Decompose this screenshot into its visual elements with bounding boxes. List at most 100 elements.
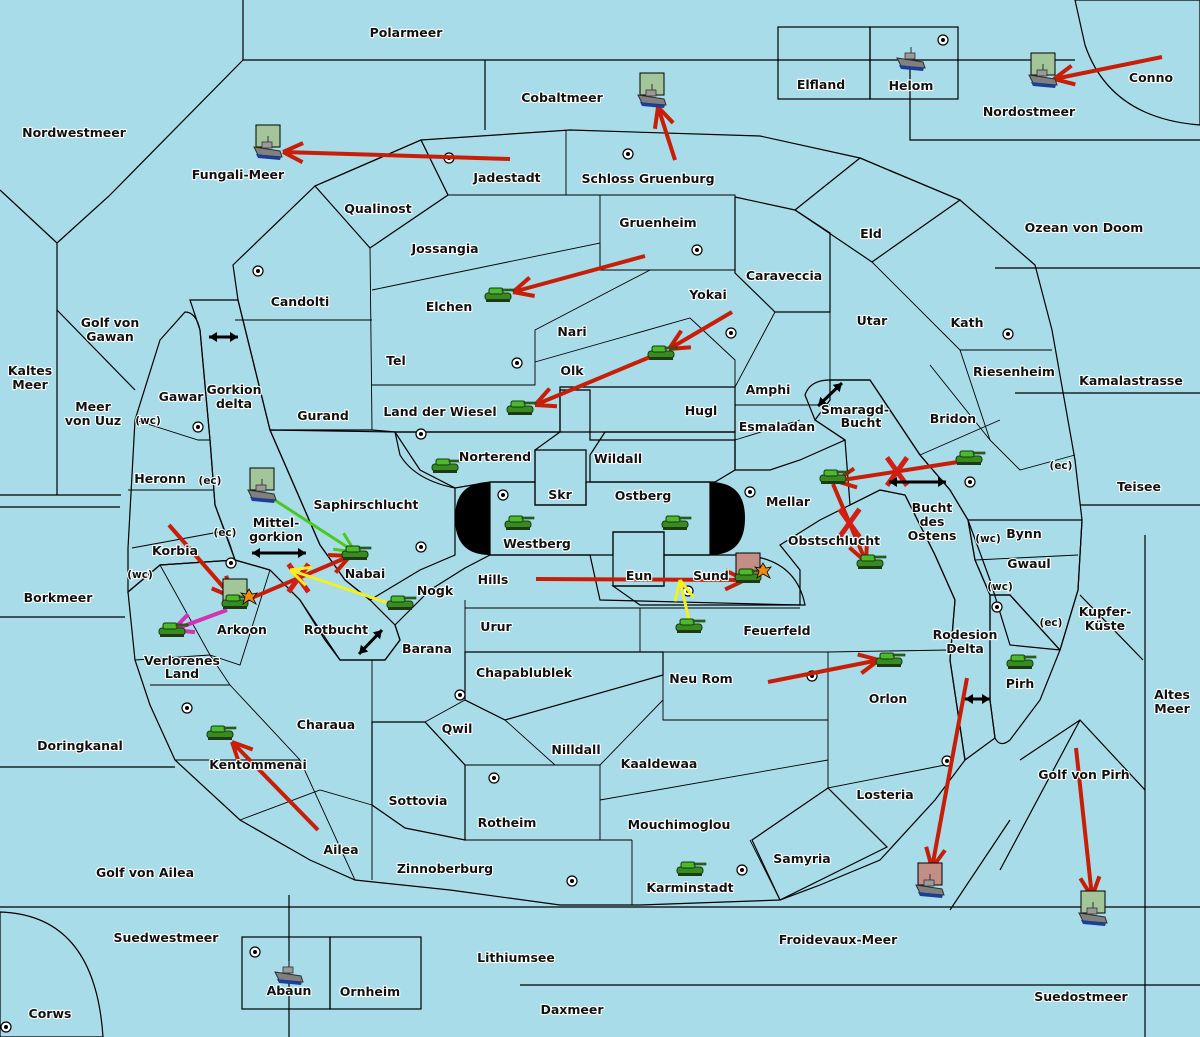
province-samyria[interactable] <box>751 787 889 901</box>
province-label: Land der Wiesel <box>383 404 496 419</box>
province-corws[interactable] <box>0 911 104 1037</box>
adjacency-arrow-icon <box>252 548 306 558</box>
move-order-arrow <box>533 355 651 409</box>
province-label: Gurand <box>297 408 349 423</box>
supply-center-icon <box>736 864 748 876</box>
province-eld[interactable] <box>793 157 962 263</box>
supply-center-icon <box>1002 328 1014 340</box>
province-label: Losteria <box>856 787 913 802</box>
army-unit-icon[interactable] <box>675 618 706 634</box>
sea-label: Bucht <box>841 415 882 430</box>
army-unit-icon[interactable] <box>856 554 887 570</box>
province-label: Chapablublek <box>476 665 573 680</box>
supply-center-icon <box>744 486 756 498</box>
province-label: Nari <box>557 324 586 339</box>
province-helom[interactable] <box>869 26 959 100</box>
province-label: Wildall <box>594 451 642 466</box>
supply-center-icon <box>937 34 949 46</box>
army-unit-icon[interactable] <box>431 458 462 474</box>
sea-label: Teisee <box>1117 479 1161 494</box>
support-order-arrow <box>288 565 398 608</box>
sea-label: Froidevaux-Meer <box>779 932 898 947</box>
province-label: Samyria <box>773 851 831 866</box>
province-label: Nogk <box>417 583 454 598</box>
supply-center-icon <box>181 702 193 714</box>
west-fortress-cap <box>455 482 490 555</box>
army-unit-icon[interactable] <box>819 469 850 485</box>
supply-center-icon <box>497 489 509 501</box>
sea-label: Polarmeer <box>370 25 444 40</box>
fleet-unit-icon[interactable] <box>915 862 945 899</box>
fleet-unit-icon[interactable] <box>247 467 277 504</box>
sea-label: Golf von Ailea <box>96 865 194 880</box>
sea-label: Fungali-Meer <box>192 167 285 182</box>
supply-center-icon <box>691 244 703 256</box>
army-unit-icon[interactable] <box>955 450 986 466</box>
province-label: Candolti <box>271 294 330 309</box>
province-label: Jadestadt <box>472 170 540 185</box>
province-label: Barana <box>402 641 452 656</box>
move-order-arrow <box>511 254 646 298</box>
army-unit-icon[interactable] <box>875 652 906 668</box>
province-norterend[interactable] <box>394 431 562 489</box>
province-label: Korbia <box>152 543 198 558</box>
sea-label: Meer <box>75 399 111 414</box>
fleet-unit-icon[interactable] <box>253 124 283 161</box>
province-label: Corws <box>29 1006 72 1021</box>
sea-label: Smaragd- <box>821 402 889 417</box>
army-unit-icon[interactable] <box>484 287 515 303</box>
province-label: Esmaladan <box>739 419 815 434</box>
fleet-unit-icon[interactable] <box>637 72 667 109</box>
sea-label: gorkion <box>249 529 303 544</box>
army-unit-icon[interactable] <box>221 578 252 610</box>
army-unit-icon[interactable] <box>341 545 372 561</box>
supply-center-icon <box>488 772 500 784</box>
army-unit-icon[interactable] <box>206 725 237 741</box>
army-unit-icon[interactable] <box>504 515 535 531</box>
province-label: Bynn <box>1006 526 1041 541</box>
sea-bucht-des-ostens[interactable] <box>804 379 996 762</box>
sea-label: delta <box>216 396 252 411</box>
province-ornheim[interactable] <box>329 936 422 1010</box>
fleet-unit-icon[interactable] <box>1028 52 1058 89</box>
explosion-icon <box>753 562 772 580</box>
province-label: Gruenheim <box>619 215 696 230</box>
sea-label: Ostens <box>908 528 957 543</box>
sea-label: Cobaltmeer <box>521 90 603 105</box>
sea-label: Meer <box>12 377 48 392</box>
sea-label: Lithiumsee <box>477 950 555 965</box>
army-unit-icon[interactable] <box>734 552 765 584</box>
army-unit-icon[interactable] <box>158 622 189 638</box>
province-label: Hills <box>478 572 509 587</box>
sea-label: Daxmeer <box>540 1002 604 1017</box>
sea-label: des <box>920 514 945 529</box>
army-unit-icon[interactable] <box>661 515 692 531</box>
support-order-arrow <box>673 579 695 626</box>
move-order-arrow <box>230 740 320 832</box>
fleet-unit-icon[interactable] <box>1078 890 1108 927</box>
supply-center-icon <box>415 541 427 553</box>
sea-label: Ozean von Doom <box>1025 220 1144 235</box>
province-label: Mellar <box>766 494 811 509</box>
province-label: Saphirschlucht <box>314 497 419 512</box>
province-label: Elchen <box>426 299 473 314</box>
province-label: Karminstadt <box>646 880 733 895</box>
province-label: Neu Rom <box>669 671 732 686</box>
province-label: Utar <box>857 313 889 328</box>
province-label: Sund <box>693 568 729 583</box>
army-unit-icon[interactable] <box>506 400 537 416</box>
army-unit-icon[interactable] <box>647 345 678 361</box>
province-wildall[interactable] <box>589 431 736 483</box>
coast-label: (ec) <box>1050 460 1073 472</box>
province-label: Eun <box>626 568 652 583</box>
army-unit-icon[interactable] <box>1006 654 1037 670</box>
army-unit-icon[interactable] <box>386 595 417 611</box>
province-label: Zinnoberburg <box>397 861 493 876</box>
supply-center-icon <box>415 428 427 440</box>
province-label: Abaun <box>267 983 312 998</box>
coast-label: (ec) <box>214 527 237 539</box>
province-label: Qualinost <box>344 201 411 216</box>
army-unit-icon[interactable] <box>676 861 707 877</box>
